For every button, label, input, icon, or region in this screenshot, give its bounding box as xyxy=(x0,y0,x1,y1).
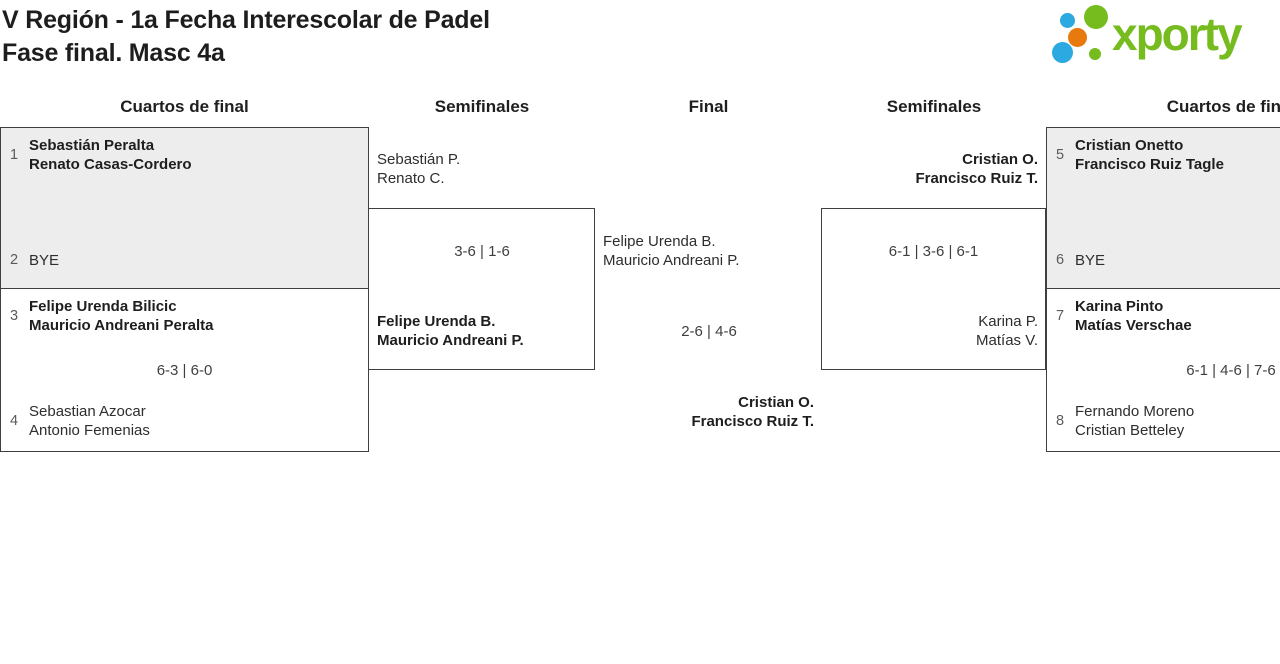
match-score: 3-6 | 1-6 xyxy=(454,243,510,260)
player-name: Cristian Onetto xyxy=(1075,137,1184,154)
player-name: Cristian O. xyxy=(738,394,814,411)
match-box-sf-right[interactable] xyxy=(821,208,1046,370)
seed-number: 4 xyxy=(10,413,19,429)
seed-number: 2 xyxy=(10,252,19,268)
player-name: Felipe Urenda B. xyxy=(603,233,716,250)
sf-right-top-team: Cristian O. Francisco Ruiz T. xyxy=(821,150,1038,188)
player-name: Sebastian Azocar xyxy=(29,403,146,420)
player-name: Francisco Ruiz Tagle xyxy=(1075,156,1224,173)
seed-number: 1 xyxy=(10,147,19,163)
participant-names: Karina Pinto Matías Verschae xyxy=(1075,297,1280,335)
player-name: Francisco Ruiz T. xyxy=(915,170,1038,187)
sf-left-top-team: Sebastián P. Renato C. xyxy=(377,150,460,188)
participant-row: 6 BYE xyxy=(1047,241,1280,279)
participant-names: Sebastian Azocar Antonio Femenias xyxy=(29,402,368,440)
participant-row: 5 Cristian Onetto Francisco Ruiz Tagle xyxy=(1047,136,1280,174)
player-name: Matías Verschae xyxy=(1075,317,1192,334)
match-score: 6-1 | 4-6 | 7-6 xyxy=(1186,362,1276,379)
player-name: Sebastián P. xyxy=(377,151,461,168)
participant-row: 7 Karina Pinto Matías Verschae xyxy=(1047,297,1280,335)
round-header-quarterfinals-left: Cuartos de final xyxy=(120,97,249,116)
player-name: Renato Casas-Cordero xyxy=(29,156,192,173)
round-header-final: Final xyxy=(688,97,729,116)
sf-left-bottom-team: Felipe Urenda B. Mauricio Andreani P. xyxy=(377,312,524,350)
logo-text: xporty xyxy=(1112,8,1243,60)
player-name: Francisco Ruiz T. xyxy=(691,413,814,430)
round-header-semifinals-left: Semifinales xyxy=(434,97,530,116)
participant-row: 3 Felipe Urenda Bilicic Mauricio Andrean… xyxy=(1,297,368,335)
round-header-quarterfinals-right: Cuartos de final xyxy=(1166,97,1280,116)
player-name: Sebastián Peralta xyxy=(29,137,155,154)
xporty-logo[interactable]: xporty xyxy=(1048,4,1280,66)
player-name: Cristian Betteley xyxy=(1075,422,1185,439)
page-subtitle: Fase final. Masc 4a xyxy=(2,39,225,67)
round-header-semifinals-right: Semifinales xyxy=(886,97,982,116)
participant-names: BYE xyxy=(1075,241,1280,279)
seed-number: 8 xyxy=(1056,413,1065,429)
bye-label: BYE xyxy=(1075,251,1106,269)
participant-names: Sebastián Peralta Renato Casas-Cordero xyxy=(29,136,368,174)
player-name: Antonio Femenias xyxy=(29,422,150,439)
seed-number: 7 xyxy=(1056,308,1065,324)
seed-number: 6 xyxy=(1056,252,1065,268)
bye-label: BYE xyxy=(29,251,60,269)
logo-dot-icon xyxy=(1089,48,1101,60)
player-name: Mauricio Andreani P. xyxy=(377,332,524,349)
match-box-qf-right-bottom[interactable]: 7 Karina Pinto Matías Verschae 6-1 | 4-6… xyxy=(1046,288,1280,452)
logo-dot-icon xyxy=(1052,42,1073,63)
match-box-qf-right-top[interactable]: 5 Cristian Onetto Francisco Ruiz Tagle 6… xyxy=(1046,127,1280,289)
player-name: Karina P. xyxy=(978,313,1038,330)
participant-row: 2 BYE xyxy=(1,241,368,279)
page-title: V Región - 1a Fecha Interescolar de Pade… xyxy=(2,6,490,34)
participant-row: 1 Sebastián Peralta Renato Casas-Cordero xyxy=(1,136,368,174)
match-score: 6-3 | 6-0 xyxy=(156,362,213,379)
logo-dot-icon xyxy=(1060,13,1075,28)
seed-number: 3 xyxy=(10,308,19,324)
player-name: Matías V. xyxy=(976,332,1038,349)
participant-names: Felipe Urenda Bilicic Mauricio Andreani … xyxy=(29,297,368,335)
match-box-qf-left-top[interactable]: 1 Sebastián Peralta Renato Casas-Cordero… xyxy=(0,127,369,289)
player-name: Renato C. xyxy=(377,170,445,187)
player-name: Felipe Urenda B. xyxy=(377,313,496,330)
player-name: Felipe Urenda Bilicic xyxy=(29,298,177,315)
final-bottom-team: Cristian O. Francisco Ruiz T. xyxy=(596,393,814,431)
player-name: Mauricio Andreani P. xyxy=(603,252,740,269)
participant-names: BYE xyxy=(29,241,368,279)
player-name: Karina Pinto xyxy=(1075,298,1164,315)
seed-number: 5 xyxy=(1056,147,1065,163)
sf-right-bottom-team: Karina P. Matías V. xyxy=(821,312,1038,350)
match-box-sf-left[interactable] xyxy=(368,208,595,370)
participant-names: Fernando Moreno Cristian Betteley xyxy=(1075,402,1280,440)
logo-dot-icon xyxy=(1084,5,1108,29)
participant-names: Cristian Onetto Francisco Ruiz Tagle xyxy=(1075,136,1280,174)
match-score: 6-1 | 3-6 | 6-1 xyxy=(888,243,979,260)
player-name: Cristian O. xyxy=(962,151,1038,168)
participant-row: 8 Fernando Moreno Cristian Betteley xyxy=(1047,402,1280,440)
match-box-qf-left-bottom[interactable]: 3 Felipe Urenda Bilicic Mauricio Andrean… xyxy=(0,288,369,452)
match-score: 2-6 | 4-6 xyxy=(681,323,737,340)
logo-dot-icon xyxy=(1068,28,1087,47)
participant-row: 4 Sebastian Azocar Antonio Femenias xyxy=(1,402,368,440)
player-name: Fernando Moreno xyxy=(1075,403,1195,420)
final-top-team: Felipe Urenda B. Mauricio Andreani P. xyxy=(603,232,739,270)
player-name: Mauricio Andreani Peralta xyxy=(29,317,214,334)
